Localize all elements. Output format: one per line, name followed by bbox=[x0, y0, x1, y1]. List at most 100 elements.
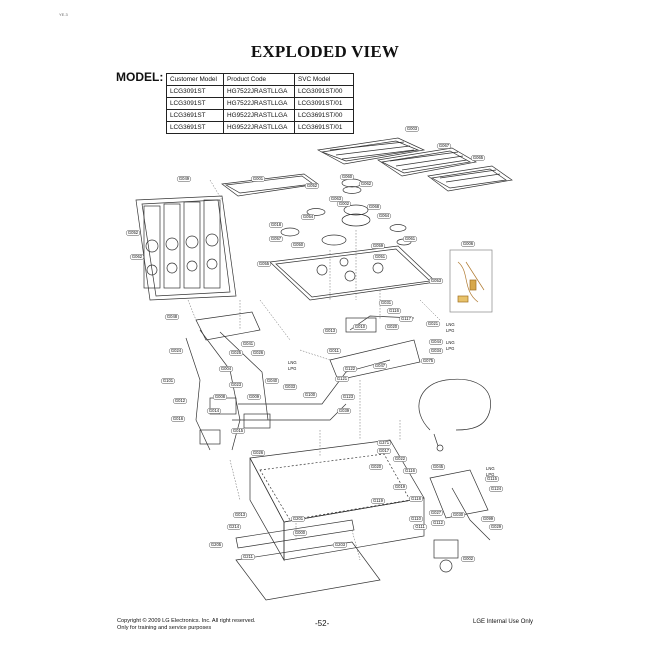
copyright-text: Copyright © 2009 LG Electronics. Inc. Al… bbox=[117, 618, 256, 624]
part-label-frame bbox=[409, 496, 424, 502]
part-label: G064 bbox=[379, 213, 390, 218]
part-label: G015 bbox=[233, 428, 244, 433]
cooktop-top bbox=[269, 245, 437, 301]
fuel-type-label: LNG bbox=[486, 466, 495, 471]
part-label-frame bbox=[379, 300, 394, 306]
burner-caps bbox=[280, 178, 412, 246]
part-label: G020 bbox=[371, 464, 382, 469]
part-label: G054 bbox=[303, 214, 314, 219]
part-label: G013 bbox=[325, 328, 336, 333]
manifold bbox=[185, 311, 421, 451]
part-label-frame bbox=[269, 236, 284, 242]
part-label: G022 bbox=[395, 456, 406, 461]
page-title: EXPLODED VIEW bbox=[250, 42, 400, 61]
part-label: G211 bbox=[243, 554, 254, 559]
part-label: G110 bbox=[411, 516, 422, 521]
part-label-frame bbox=[246, 394, 261, 400]
part-label-frame bbox=[371, 243, 386, 249]
part-label-frame bbox=[340, 174, 355, 180]
part-label-frame bbox=[164, 314, 179, 320]
training-text: Only for training and service purposes bbox=[117, 625, 212, 631]
part-label-frame bbox=[461, 556, 476, 562]
part-label: G067 bbox=[439, 143, 450, 148]
part-label: G034 bbox=[431, 348, 442, 353]
part-label-frame bbox=[257, 261, 272, 267]
part-label: G050 bbox=[293, 242, 304, 247]
part-label-frame bbox=[206, 408, 221, 414]
part-label: G062 bbox=[132, 254, 143, 259]
part-label-frame bbox=[489, 486, 504, 492]
regulator bbox=[429, 469, 491, 573]
part-label-frame bbox=[303, 392, 318, 398]
bottom-plate bbox=[235, 519, 381, 601]
part-label: G053 bbox=[431, 278, 442, 283]
fuel-type-label: LNG bbox=[446, 340, 455, 345]
part-label-frame bbox=[451, 512, 466, 518]
part-label-frame bbox=[377, 440, 392, 446]
part-label: G026 bbox=[253, 450, 264, 455]
part-label-frame bbox=[291, 516, 306, 522]
part-label: G010 bbox=[355, 324, 366, 329]
part-label-frame bbox=[228, 350, 243, 356]
part-label-frame bbox=[160, 378, 175, 384]
part-label: G004 bbox=[221, 366, 232, 371]
part-label: G099 bbox=[483, 516, 494, 521]
part-label: G061 bbox=[405, 236, 416, 241]
part-label: G029 bbox=[491, 524, 502, 529]
table-row: LCG3691ST HG9522JRASTLLGA LCG3691ST/01 bbox=[166, 121, 354, 134]
part-label-frame bbox=[399, 316, 414, 322]
cooktop-grates bbox=[316, 137, 513, 192]
part-label-frame bbox=[269, 222, 284, 228]
part-label: G011 bbox=[329, 348, 340, 353]
part-label-frame bbox=[371, 498, 386, 504]
part-label-frame bbox=[403, 236, 418, 242]
part-label: G065 bbox=[473, 155, 484, 160]
part-label-frame bbox=[461, 241, 476, 247]
part-label-frame bbox=[226, 524, 241, 530]
part-label-frame bbox=[429, 278, 444, 284]
part-label: G025 bbox=[231, 350, 242, 355]
part-label-frame bbox=[305, 183, 320, 189]
part-label: G027 bbox=[431, 510, 442, 515]
part-label-frame bbox=[373, 363, 388, 369]
part-label: G002 bbox=[463, 556, 474, 561]
fuel-type-label: LPG bbox=[446, 328, 454, 333]
part-label-frame bbox=[413, 524, 428, 530]
part-label: G016 bbox=[173, 416, 184, 421]
part-label-frame bbox=[373, 254, 388, 260]
part-label-frame bbox=[250, 350, 265, 356]
page-number: -52- bbox=[315, 619, 330, 628]
part-label-frame bbox=[437, 143, 452, 149]
gas-hose bbox=[418, 378, 491, 452]
part-label-frame bbox=[228, 382, 243, 388]
part-label-frame bbox=[291, 242, 306, 248]
part-label: G020 bbox=[387, 324, 398, 329]
part-label-frame bbox=[393, 484, 408, 490]
part-label-frame bbox=[212, 394, 227, 400]
part-label: G201 bbox=[293, 516, 304, 521]
part-label: G044 bbox=[431, 339, 442, 344]
part-label: G055 bbox=[259, 261, 270, 266]
table-row: LCG3091ST HG7522JRASTLLGA LCG3091ST/00 bbox=[166, 85, 354, 98]
part-label: G116 bbox=[405, 468, 416, 473]
part-label: G063 bbox=[331, 196, 342, 201]
part-label: G101 bbox=[163, 378, 174, 383]
part-label-frame bbox=[485, 476, 500, 482]
model-label: MODEL: bbox=[116, 70, 164, 84]
part-label: G026 bbox=[253, 350, 264, 355]
part-label: G033 bbox=[285, 384, 296, 389]
part-label: G205 bbox=[211, 542, 222, 547]
part-label-frame bbox=[168, 348, 183, 354]
part-label: G115 bbox=[487, 476, 498, 481]
part-label-frame bbox=[481, 516, 496, 522]
part-label-frame bbox=[335, 376, 350, 382]
part-label-frame bbox=[125, 230, 140, 236]
gasket-frame bbox=[221, 173, 319, 197]
part-label-frame bbox=[337, 408, 352, 414]
part-label-frame bbox=[283, 384, 298, 390]
part-label: G002 bbox=[339, 201, 350, 206]
part-label-frame bbox=[176, 176, 191, 182]
fuel-type-label: LPG bbox=[288, 366, 296, 371]
